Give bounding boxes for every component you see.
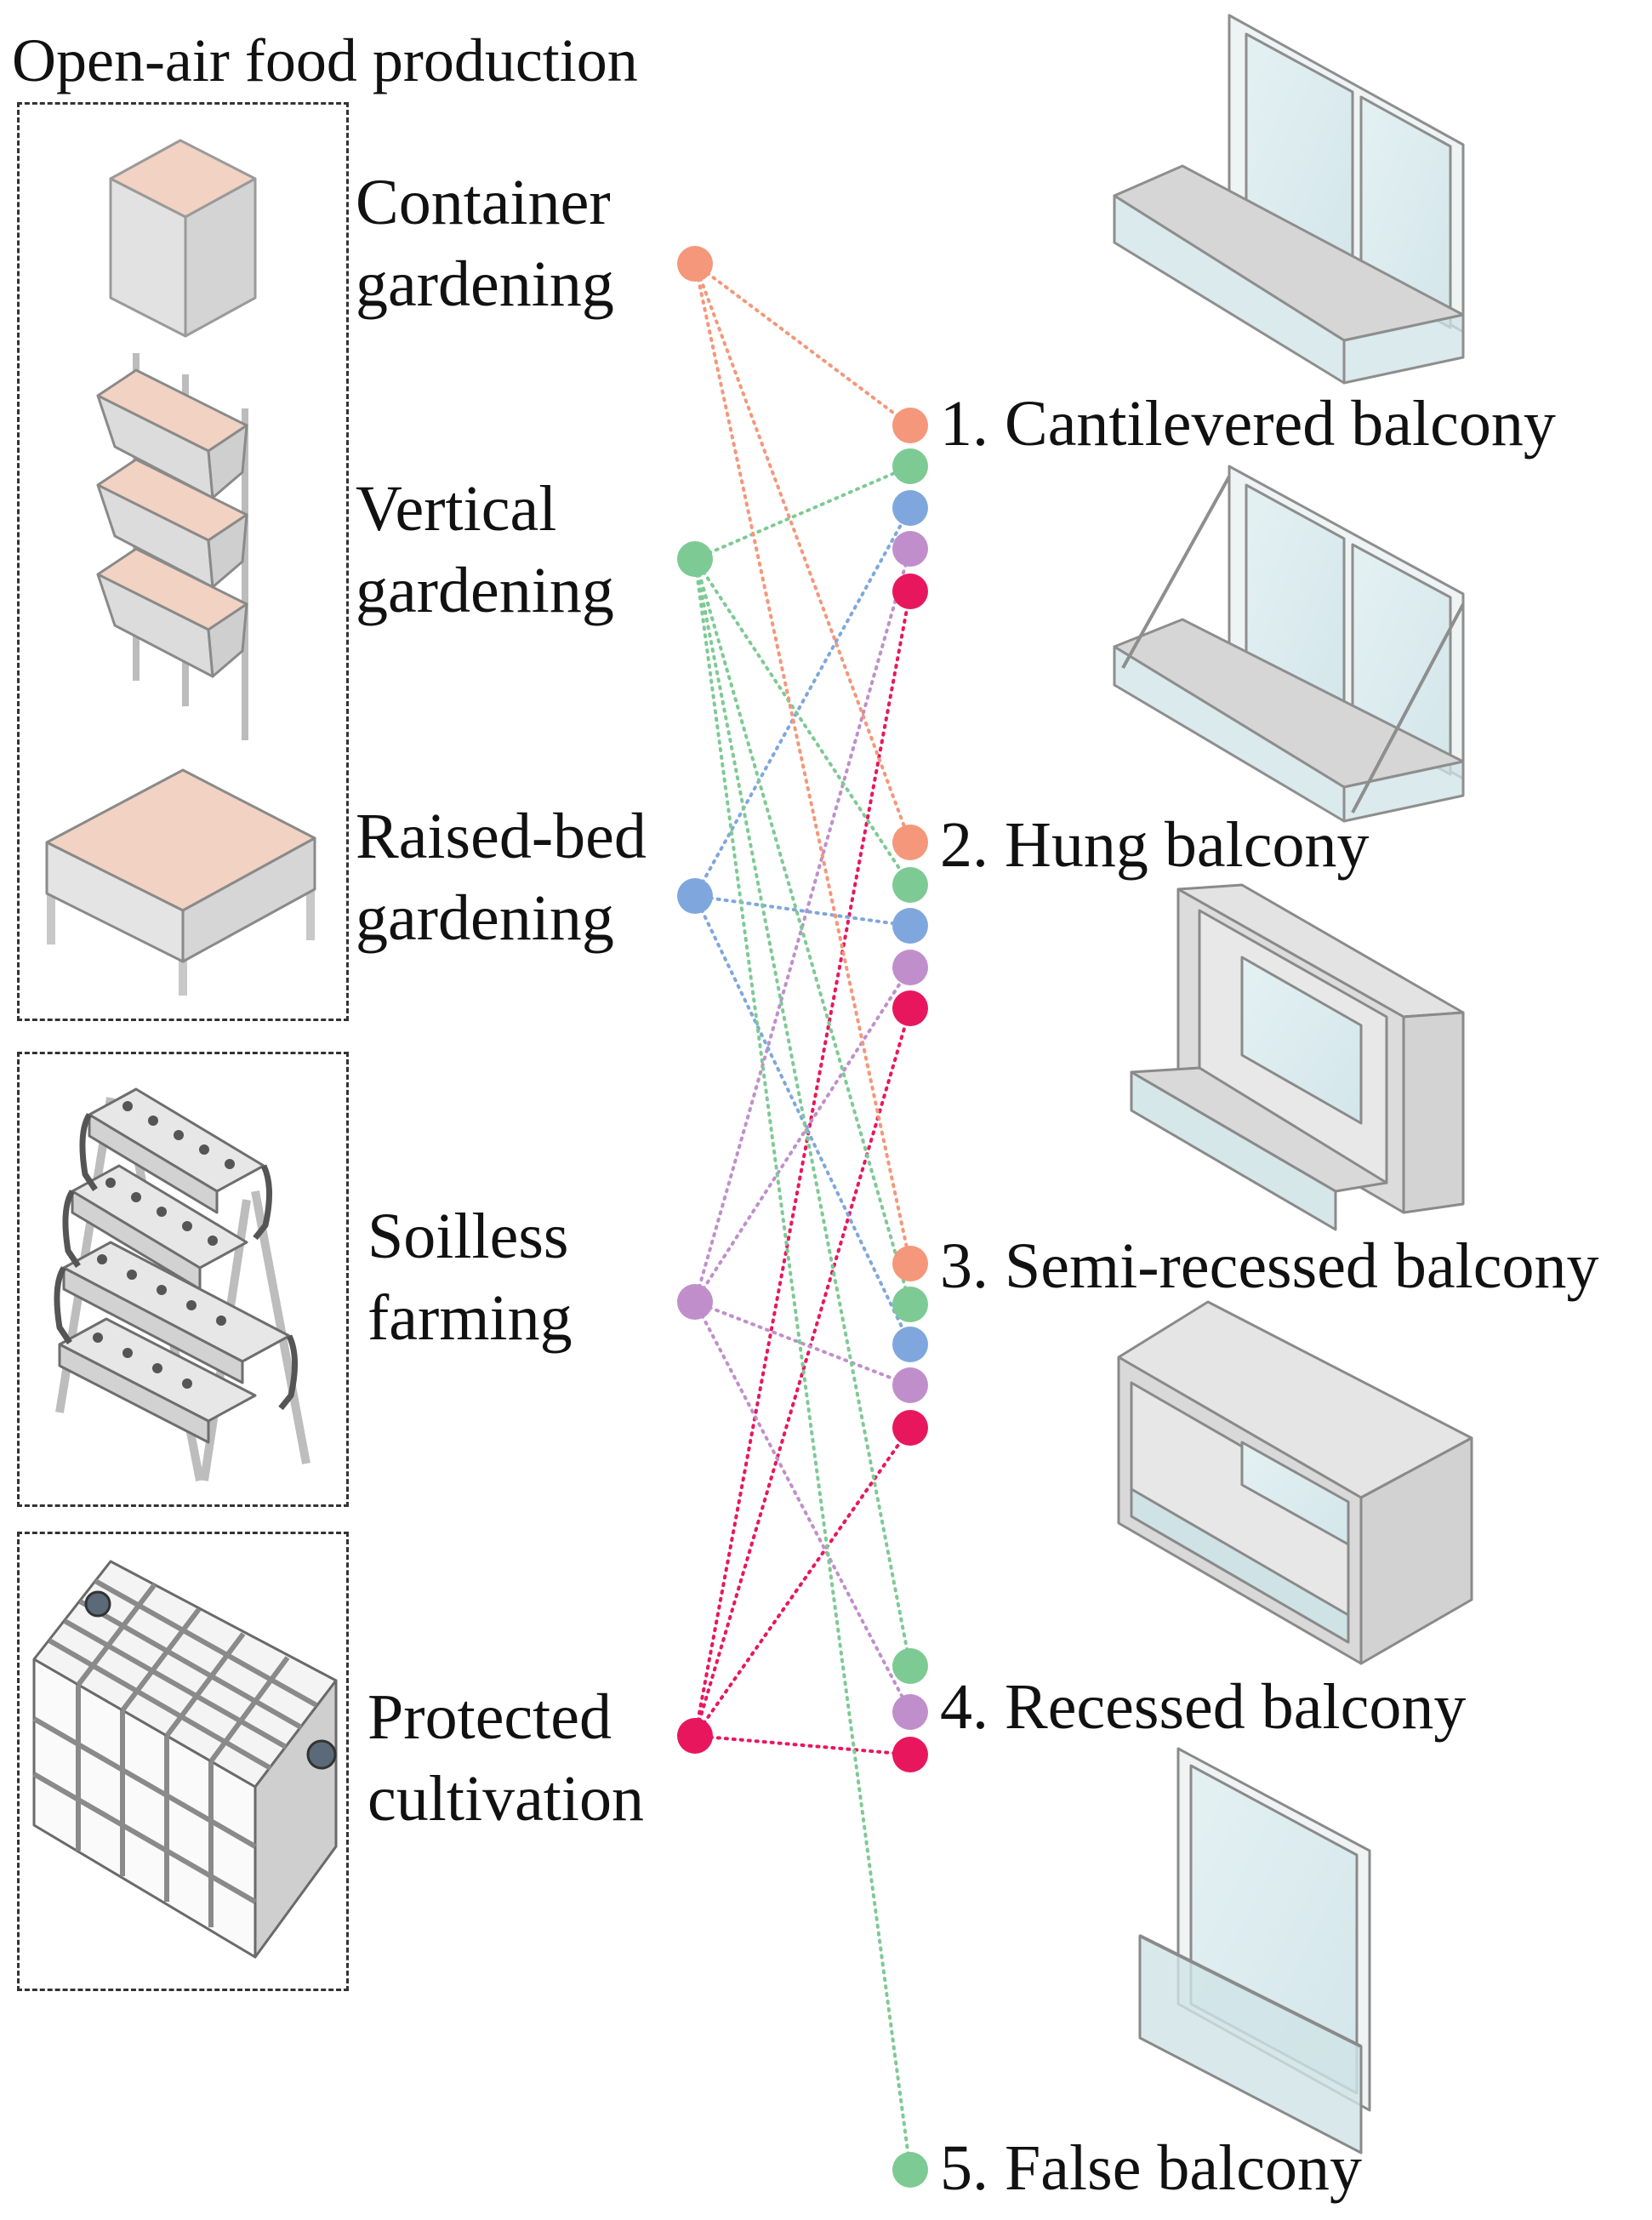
- source-dot-soilless: [677, 1284, 713, 1320]
- balcony-label-4: 4. Recessed balcony: [940, 1671, 1467, 1743]
- false-balcony-icon: [1138, 1747, 1371, 2154]
- balcony-label-3: 3. Semi-recessed balcony: [940, 1230, 1599, 1302]
- recessed-balcony-icon: [1117, 1300, 1473, 1665]
- vertical-planter-icon: [96, 353, 248, 740]
- target-dot-balcony-2-raised-bed: [892, 908, 928, 944]
- balcony-label-5: 5. False balcony: [940, 2132, 1363, 2204]
- connector-raised-bed-to-balcony-2: [693, 894, 912, 927]
- target-dot-balcony-3-protected: [892, 1410, 928, 1446]
- balcony-label-2: 2. Hung balcony: [940, 809, 1370, 881]
- source-dot-container: [677, 246, 713, 282]
- target-dot-balcony-3-container: [892, 1246, 928, 1281]
- target-dot-balcony-3-raised-bed: [892, 1327, 928, 1362]
- target-dot-balcony-4-protected: [892, 1737, 928, 1772]
- hung-balcony-icon: [1113, 465, 1465, 823]
- connector-soilless-to-balcony-2: [693, 966, 912, 1304]
- target-dot-balcony-1-protected: [892, 574, 928, 609]
- target-dot-balcony-2-soilless: [892, 950, 928, 985]
- connector-soilless-to-balcony-4: [693, 1300, 912, 1714]
- connector-protected-to-balcony-4: [693, 1734, 912, 1756]
- target-dot-balcony-4-vertical: [892, 1648, 928, 1684]
- hydroponic-rack-icon: [54, 1087, 310, 1481]
- connector-vertical-to-balcony-1: [693, 465, 912, 561]
- connector-container-to-balcony-3: [693, 262, 912, 1265]
- target-dot-balcony-1-vertical: [892, 448, 928, 484]
- target-dot-balcony-4-soilless: [892, 1694, 928, 1730]
- target-dot-balcony-5-vertical: [892, 2152, 928, 2188]
- target-dot-balcony-3-vertical: [892, 1287, 928, 1322]
- soil-based-group-frame: [17, 102, 349, 1021]
- connector-soilless-to-balcony-3: [693, 1300, 912, 1387]
- soilless-group-frame: [17, 1052, 349, 1507]
- target-dot-balcony-3-soilless: [892, 1367, 928, 1403]
- source-dot-raised-bed: [677, 878, 713, 914]
- planter-box-icon: [109, 139, 257, 338]
- connector-container-to-balcony-2: [693, 262, 912, 844]
- target-dot-balcony-2-container: [892, 825, 928, 860]
- source-dot-vertical: [677, 541, 713, 577]
- connector-vertical-to-balcony-3: [693, 557, 912, 1306]
- connector-vertical-to-balcony-5: [693, 557, 912, 2171]
- connector-protected-to-balcony-1: [693, 590, 912, 1738]
- target-dot-balcony-2-vertical: [892, 867, 928, 903]
- connector-protected-to-balcony-3: [693, 1426, 912, 1738]
- target-dot-balcony-2-protected: [892, 990, 928, 1026]
- diagram-title: Open-air food production: [12, 26, 638, 94]
- greenhouse-icon: [32, 1560, 338, 1959]
- protected-group-frame: [17, 1532, 349, 1991]
- cantilevered-balcony-icon: [1113, 14, 1465, 385]
- connector-raised-bed-to-balcony-3: [693, 894, 912, 1346]
- dot-layer: [677, 246, 928, 2188]
- raised-bed-icon: [45, 768, 316, 996]
- balcony-label-1: 1. Cantilevered balcony: [940, 388, 1556, 459]
- connector-raised-bed-to-balcony-1: [693, 506, 912, 898]
- target-dot-balcony-1-container: [892, 408, 928, 443]
- connector-container-to-balcony-1: [693, 262, 912, 427]
- connector-layer: [693, 262, 912, 2171]
- target-dot-balcony-1-soilless: [892, 531, 928, 567]
- semi-recessed-balcony-icon: [1130, 883, 1465, 1231]
- source-dot-protected: [677, 1718, 713, 1754]
- connector-soilless-to-balcony-1: [693, 547, 912, 1304]
- target-dot-balcony-1-raised-bed: [892, 490, 928, 526]
